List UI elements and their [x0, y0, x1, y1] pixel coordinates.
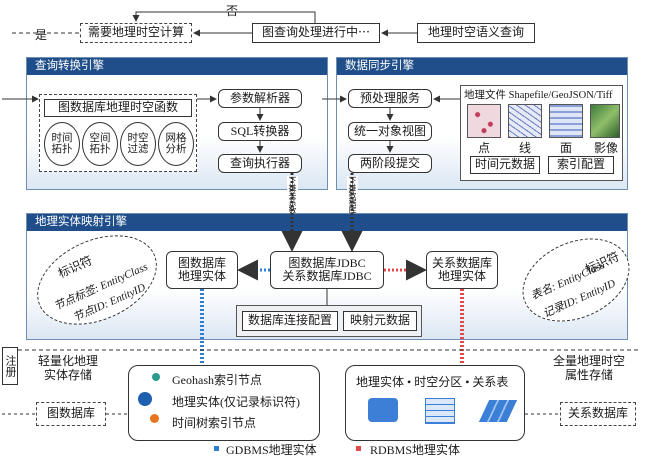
- register-box: 注册: [2, 347, 18, 385]
- spatiotemporal-compute-box: 需要地理时空计算: [80, 23, 192, 43]
- graph-db-label: 图数据库: [46, 406, 95, 421]
- function-circle-spatial: 空间 拓扑: [82, 122, 118, 166]
- file-type-point: 点: [478, 141, 491, 155]
- temporal-metadata-box: 时间元数据: [470, 156, 540, 174]
- no-loop-arrow: [132, 11, 316, 23]
- mapping-engine-title: 地理实体映射引擎: [27, 214, 627, 231]
- gdbms-marker-icon: [214, 446, 219, 451]
- rdbms-marker-icon: [356, 446, 361, 451]
- sync-engine-title: 数据同步引擎: [337, 58, 627, 75]
- table-grid-icon: [425, 398, 455, 424]
- query-executor-box: 查询执行器: [218, 154, 302, 173]
- graph-storage-container: [128, 365, 320, 441]
- footer-rdbms: RDBMS地理实体: [370, 443, 461, 457]
- no-label: 否: [226, 4, 239, 18]
- semantic-query-box: 地理时空语义查询: [417, 23, 535, 43]
- query-engine-title: 查询转换引擎: [27, 58, 327, 75]
- time-tree-node-icon: [150, 414, 159, 423]
- legend-geohash: Geohash索引节点: [172, 373, 262, 387]
- legend-time-tree: 时间树索引节点: [172, 416, 257, 430]
- file-type-polygon: 面: [560, 141, 573, 155]
- legend-geo-entity: 地理实体(仅记录标识符): [172, 395, 300, 409]
- jdbc-box: 图数据库JDBC 关系数据库JDBC: [270, 251, 384, 289]
- yes-label: 是: [35, 28, 48, 42]
- sql-converter-box: SQL转换器: [218, 122, 302, 141]
- map-pin-icon: [368, 398, 398, 422]
- param-parser-box: 参数解析器: [218, 89, 302, 108]
- index-config-box: 索引配置: [548, 156, 614, 174]
- geo-entity-node-icon: [138, 392, 152, 406]
- graph-query-processing-box: 图查询处理进行中⋯: [252, 23, 380, 43]
- footer-gdbms: GDBMS地理实体: [226, 443, 317, 457]
- full-storage-label: 全量地理时空 属性存储: [553, 354, 626, 383]
- graph-entity-box: 图数据库 地理实体: [166, 251, 238, 289]
- lines-thumbnail: [508, 104, 542, 138]
- two-phase-commit-box: 两阶段提交: [348, 154, 432, 173]
- file-type-image: 影像: [594, 141, 619, 155]
- geo-files-label: 地理文件 Shapefile/GeoJSON/Tiff: [464, 90, 613, 101]
- file-type-line: 线: [519, 141, 532, 155]
- mapping-metadata-box: 映射元数据: [343, 311, 417, 331]
- graph-db-box: 图数据库: [36, 402, 106, 426]
- preprocess-box: 预处理服务: [348, 89, 432, 108]
- function-circle-temporal: 时间 拓扑: [44, 122, 80, 166]
- relational-entity-box: 关系数据库 地理实体: [426, 251, 498, 289]
- polygons-thumbnail: [549, 104, 583, 138]
- rdb-header: 地理实体 • 时空分区 • 关系表: [356, 375, 509, 389]
- lightweight-storage-label: 轻量化地理 实体存储: [38, 354, 99, 383]
- relational-db-label: 关系数据库: [567, 406, 628, 421]
- relational-db-box: 关系数据库: [560, 402, 636, 426]
- db-connection-box: 数据库连接配置: [242, 311, 338, 331]
- unified-view-box: 统一对象视图: [348, 122, 432, 141]
- image-thumbnail: [590, 104, 620, 138]
- graph-functions-box: 图数据库地理时空函数: [44, 99, 192, 117]
- function-circle-grid: 网格 分析: [158, 122, 194, 166]
- function-circle-filter: 时空 过滤: [120, 122, 156, 166]
- geohash-node-icon: [152, 373, 160, 381]
- points-thumbnail: [467, 104, 501, 138]
